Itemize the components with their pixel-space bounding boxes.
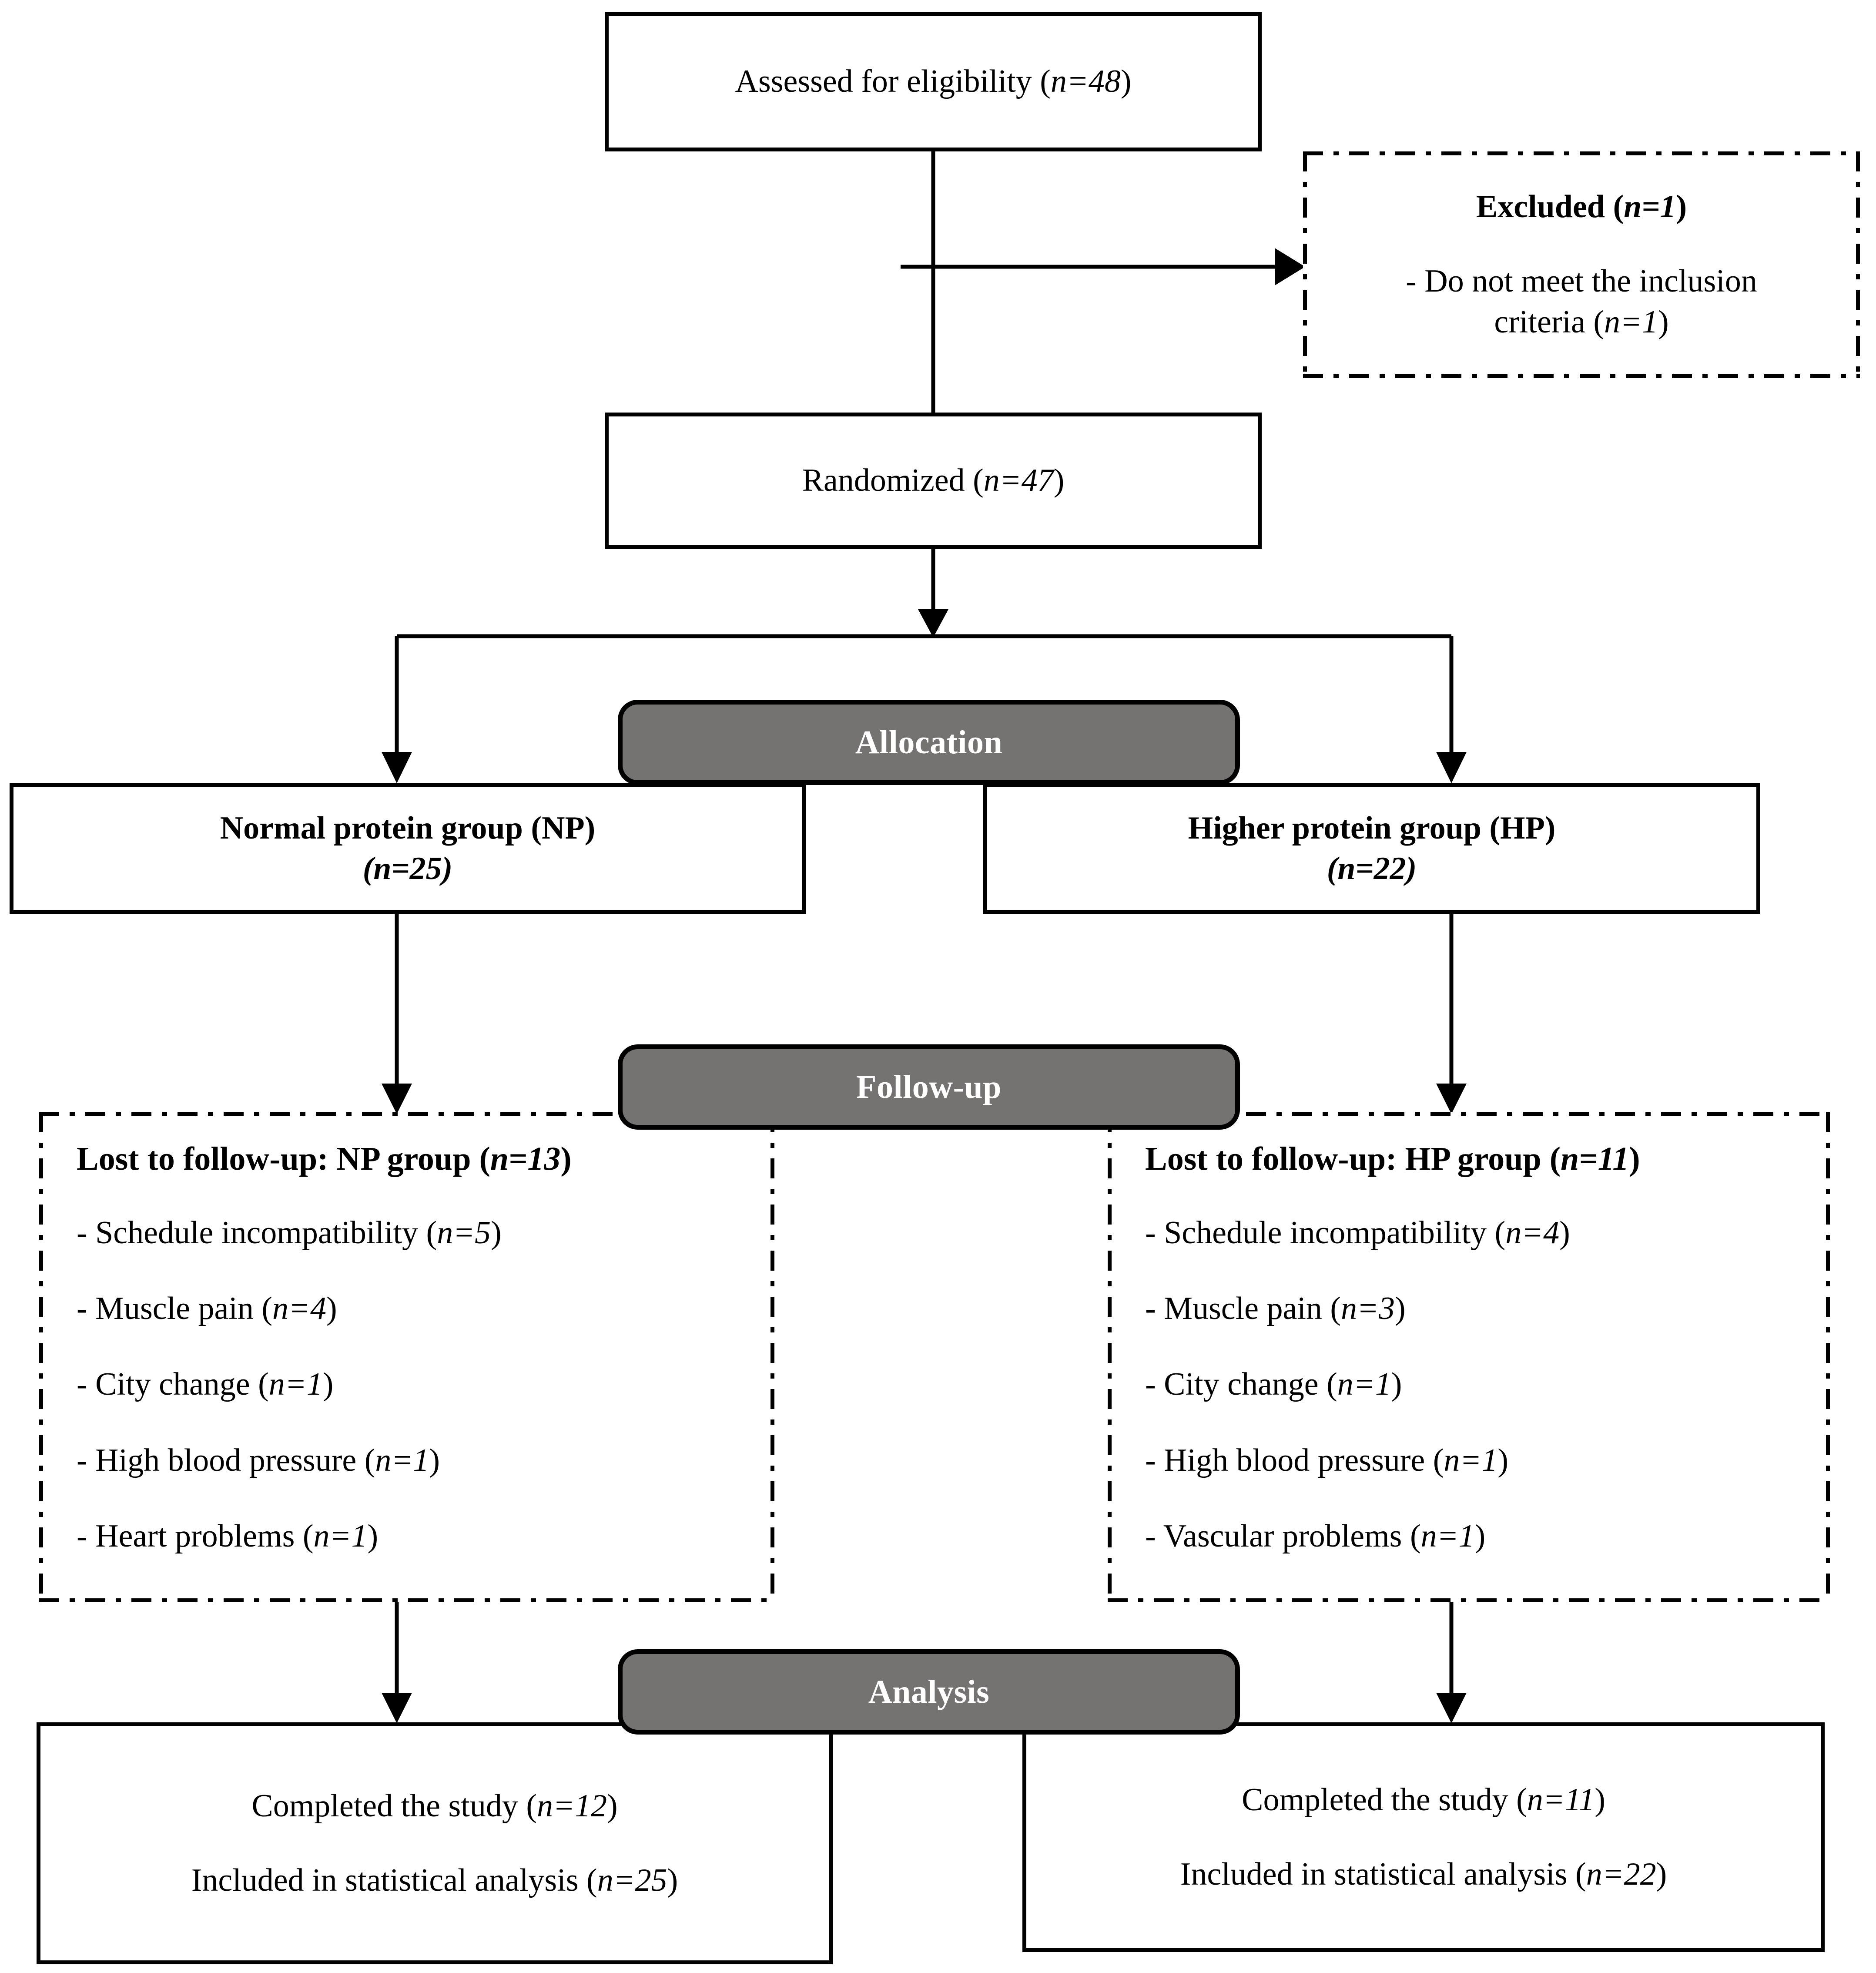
hp-lost-header-label: Lost to follow-up: HP group ( bbox=[1145, 1141, 1561, 1177]
hp-lost-header-n: n=11 bbox=[1561, 1141, 1629, 1177]
np-lost-item: - Muscle pain (n=4) bbox=[77, 1291, 337, 1327]
np-lost-header-close: ) bbox=[560, 1141, 572, 1177]
np-lost-item: - High blood pressure (n=1) bbox=[77, 1442, 440, 1478]
hp-group-n: (n=22) bbox=[1327, 849, 1417, 889]
node-hp-lost-to-followup: Lost to follow-up: HP group (n=11) - Sch… bbox=[1108, 1112, 1830, 1602]
hp-lost-item: - Schedule incompatibility (n=4) bbox=[1145, 1215, 1570, 1251]
excluded-reason-text: - Do not meet the inclusion bbox=[1406, 263, 1757, 299]
assessed-close: ) bbox=[1120, 64, 1132, 100]
hp-analysis-line2: Included in statistical analysis (n=22) bbox=[1180, 1856, 1667, 1892]
hp-lost-item: - Muscle pain (n=3) bbox=[1145, 1291, 1406, 1327]
band-followup: Follow-up bbox=[618, 1044, 1240, 1130]
np-analysis-line1: Completed the study (n=12) bbox=[251, 1788, 618, 1824]
np-lost-header-n: n=13 bbox=[490, 1141, 561, 1177]
followup-label: Follow-up bbox=[856, 1068, 1002, 1105]
excluded-title-label: Excluded ( bbox=[1476, 189, 1624, 225]
np-group-title: Normal protein group (NP) bbox=[220, 810, 596, 846]
hp-lost-item: - City change (n=1) bbox=[1145, 1366, 1402, 1403]
hp-analysis-line1: Completed the study (n=11) bbox=[1242, 1782, 1605, 1818]
assessed-label: Assessed for eligibility ( bbox=[735, 64, 1051, 100]
hp-lost-header: Lost to follow-up: HP group (n=11) bbox=[1108, 1140, 1640, 1178]
node-randomized: Randomized (n=47) bbox=[605, 413, 1262, 549]
hp-lost-header-close: ) bbox=[1629, 1141, 1640, 1177]
excluded-title: Excluded (n=1) bbox=[1476, 187, 1687, 227]
np-lost-header: Lost to follow-up: NP group (n=13) bbox=[39, 1140, 572, 1178]
excluded-reason2-text: criteria ( bbox=[1494, 304, 1605, 340]
excluded-title-n: n=1 bbox=[1624, 189, 1676, 225]
np-group-n: (n=25) bbox=[363, 849, 453, 889]
excluded-reason-n: n=1 bbox=[1604, 304, 1658, 340]
randomized-close: ) bbox=[1053, 463, 1065, 499]
hp-group-n-value: (n=22) bbox=[1327, 851, 1417, 886]
np-lost-header-label: Lost to follow-up: NP group ( bbox=[77, 1141, 490, 1177]
node-hp-analysis: Completed the study (n=11) Included in s… bbox=[1022, 1722, 1825, 1952]
node-assessed-for-eligibility: Assessed for eligibility (n=48) bbox=[605, 12, 1262, 151]
randomized-text: Randomized (n=47) bbox=[802, 460, 1065, 501]
hp-group-title: Higher protein group (HP) bbox=[1188, 810, 1556, 846]
node-np-analysis: Completed the study (n=12) Included in s… bbox=[37, 1722, 833, 1964]
hp-lost-item: - High blood pressure (n=1) bbox=[1145, 1442, 1509, 1478]
np-lost-item: - City change (n=1) bbox=[77, 1366, 334, 1403]
band-analysis: Analysis bbox=[618, 1649, 1240, 1735]
excluded-reason-close: ) bbox=[1658, 304, 1669, 340]
randomized-n: n=47 bbox=[983, 463, 1054, 499]
excluded-reason-line1: - Do not meet the inclusion bbox=[1406, 261, 1757, 302]
assessed-for-eligibility-text: Assessed for eligibility (n=48) bbox=[735, 61, 1131, 102]
np-group-n-value: (n=25) bbox=[362, 851, 453, 886]
np-lost-item: - Schedule incompatibility (n=5) bbox=[77, 1215, 502, 1251]
excluded-title-close: ) bbox=[1676, 189, 1687, 225]
np-lost-item: - Heart problems (n=1) bbox=[77, 1518, 379, 1554]
assessed-n: n=48 bbox=[1050, 64, 1121, 100]
np-analysis-line2: Included in statistical analysis (n=25) bbox=[191, 1862, 678, 1898]
node-np-lost-to-followup: Lost to follow-up: NP group (n=13) - Sch… bbox=[39, 1112, 774, 1602]
node-excluded: Excluded (n=1) - Do not meet the inclusi… bbox=[1303, 151, 1860, 378]
node-normal-protein-group: Normal protein group (NP) (n=25) bbox=[10, 783, 806, 914]
randomized-label: Randomized ( bbox=[802, 463, 984, 499]
analysis-label: Analysis bbox=[868, 1673, 990, 1710]
hp-lost-item: - Vascular problems (n=1) bbox=[1145, 1518, 1486, 1554]
allocation-label: Allocation bbox=[855, 724, 1003, 761]
band-allocation: Allocation bbox=[618, 700, 1240, 785]
node-higher-protein-group: Higher protein group (HP) (n=22) bbox=[983, 783, 1760, 914]
excluded-reason-line2: criteria (n=1) bbox=[1494, 302, 1668, 342]
